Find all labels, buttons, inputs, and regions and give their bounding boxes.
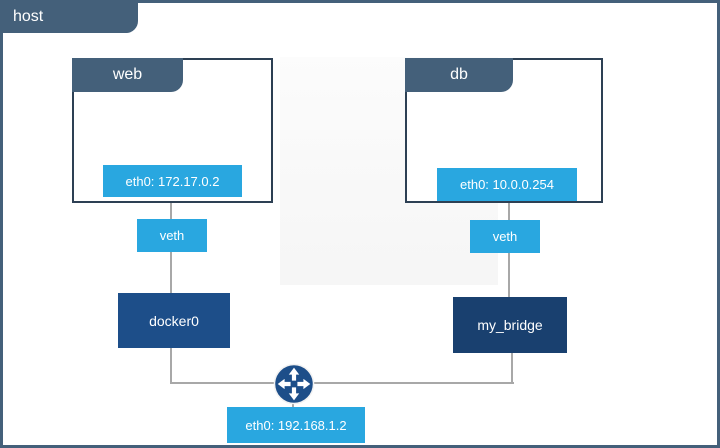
container-label-web: web — [112, 66, 143, 83]
connector-docker0-to-bus — [170, 348, 172, 383]
bridge-label-mybridge: my_bridge — [477, 317, 543, 333]
bridge-label-docker0: docker0 — [149, 312, 199, 329]
container-node-db: db eth0: 10.0.0.254 — [405, 58, 603, 203]
interface-badge-web: eth0: 172.17.0.2 — [103, 165, 242, 197]
interface-label-web: eth0: 172.17.0.2 — [125, 173, 220, 189]
connector-db-to-veth — [508, 202, 510, 220]
container-node-web: web eth0: 172.17.0.2 — [72, 58, 273, 203]
bridge-node-docker0: docker0 — [118, 293, 230, 348]
interface-label-db: eth0: 10.0.0.254 — [460, 177, 554, 192]
connector-veth-to-docker0 — [170, 252, 172, 293]
container-tab-web: web — [72, 58, 183, 92]
veth-node-right: veth — [470, 220, 540, 253]
router-icon — [273, 363, 315, 405]
connector-web-to-veth — [170, 203, 172, 220]
veth-node-left: veth — [137, 219, 207, 252]
veth-label-left: veth — [159, 228, 185, 243]
host-tab: host — [0, 0, 138, 33]
connector-bus-horizontal — [170, 382, 514, 384]
container-label-db: db — [450, 66, 468, 83]
interface-badge-db: eth0: 10.0.0.254 — [437, 168, 577, 201]
connector-mybridge-to-bus — [511, 353, 513, 382]
container-tab-db: db — [405, 58, 513, 92]
host-interface-badge: eth0: 192.168.1.2 — [227, 407, 365, 443]
host-label: host — [13, 7, 44, 25]
connector-router-to-hostiface — [292, 401, 294, 408]
bridge-node-mybridge: my_bridge — [453, 297, 567, 353]
host-interface-label: eth0: 192.168.1.2 — [245, 417, 347, 433]
connector-veth-to-mybridge — [508, 253, 510, 297]
veth-label-right: veth — [492, 229, 518, 244]
